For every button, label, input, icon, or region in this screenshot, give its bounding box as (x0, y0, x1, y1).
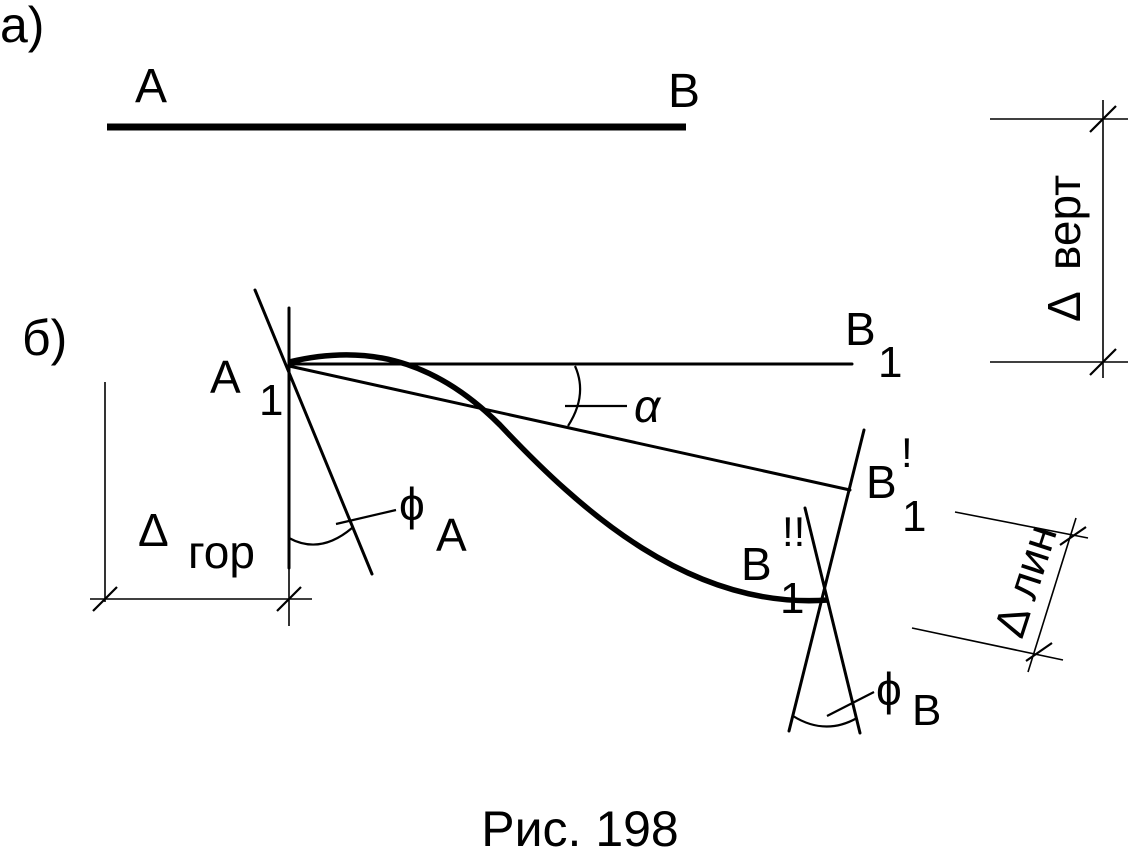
a1-label-subscript: 1 (259, 376, 283, 425)
phi-b-symbol: ϕ (876, 663, 902, 715)
vertical-displacement-dimension (990, 100, 1128, 378)
b1-double-prime-label-main: B (741, 538, 772, 590)
b1-prime-label-subscript: 1 (902, 492, 926, 541)
phi-b-angle-arc (792, 715, 858, 728)
delta-vert-symbol: Δ (1038, 291, 1090, 322)
b1-label-subscript: 1 (878, 338, 902, 387)
point-a-label: A (135, 60, 167, 113)
delta-vert-label: Δ верт (1038, 175, 1090, 322)
b1-prime-mark: ! (901, 429, 913, 476)
alpha-angle-arc (567, 365, 582, 427)
delta-lin-subscript: лин (997, 519, 1067, 605)
chord-a1-b1 (287, 364, 852, 492)
point-b-label: B (668, 65, 700, 118)
delta-lin-symbol: Δ (985, 600, 1041, 643)
phi-a-angle-arc (288, 527, 353, 546)
linear-displacement-dimension (911, 511, 1089, 673)
tangent-at-b1-double-prime (803, 506, 862, 735)
tangent-at-a1 (253, 288, 374, 576)
figure-caption: Рис. 198 (481, 801, 679, 854)
delta-vert-subscript: верт (1038, 175, 1090, 270)
alpha-angle-label: α (634, 380, 662, 432)
phi-a-leader (335, 508, 397, 526)
phi-a-symbol: ϕ (399, 478, 425, 530)
delta-gor-symbol: Δ (138, 504, 169, 556)
delta-gor-subscript: гор (188, 526, 255, 578)
horizontal-displacement-dimension (90, 382, 312, 626)
phi-b-leader (826, 691, 875, 717)
a1-label-main: A (210, 351, 241, 403)
phi-b-subscript: B (912, 686, 941, 735)
deformed-beam-curve (288, 352, 829, 604)
b1-label-main: B (845, 303, 876, 355)
panel-a-label: а) (0, 0, 44, 53)
b1-double-prime-mark: !! (782, 508, 805, 555)
b1-double-prime-label-subscript: 1 (780, 574, 804, 623)
b1-prime-label-main: B (866, 456, 897, 508)
tangent-at-b1-prime (787, 428, 866, 733)
delta-lin-label: Δ лин (985, 519, 1067, 643)
panel-b-label: б) (22, 310, 67, 366)
phi-a-subscript: A (436, 509, 467, 561)
